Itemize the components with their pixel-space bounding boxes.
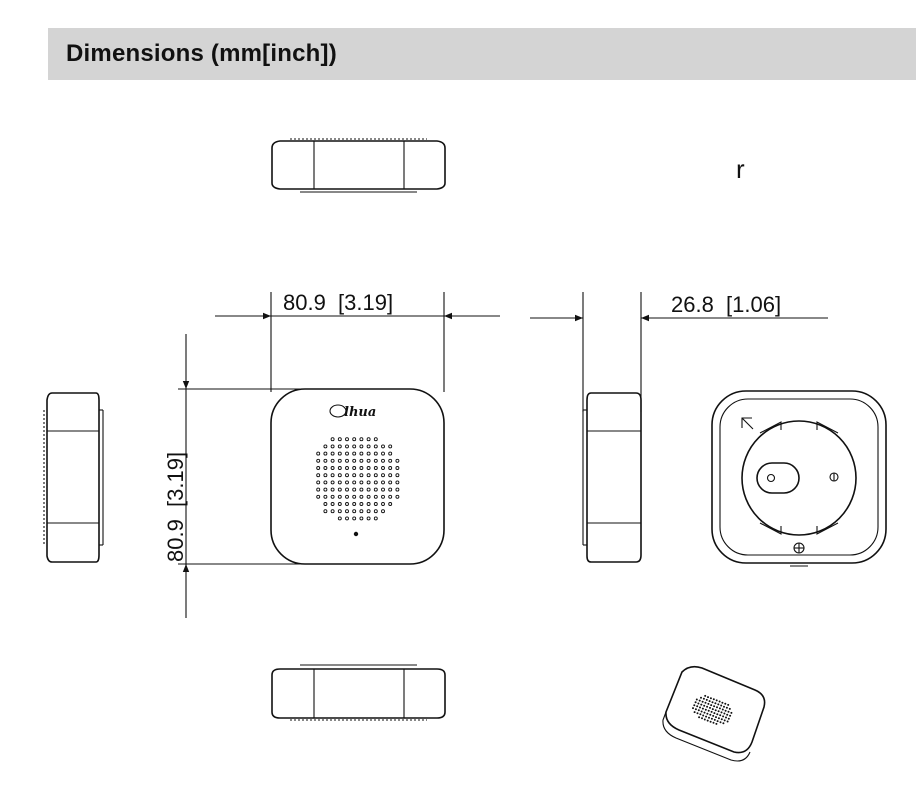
left-side-view	[43, 392, 104, 563]
height-label: 80.9 [3.19]	[163, 452, 188, 562]
back-view	[711, 390, 887, 567]
depth-dimension: 26.8 [1.06]	[530, 292, 828, 412]
width-label: 80.9 [3.19]	[283, 290, 393, 315]
brand-logo-icon: lhua	[329, 404, 376, 420]
section-title: Dimensions (mm[inch])	[66, 40, 337, 67]
depth-label: 26.8 [1.06]	[671, 292, 781, 317]
right-side-view	[582, 392, 642, 563]
perspective-view	[662, 665, 766, 762]
svg-text:lhua: lhua	[344, 405, 376, 420]
speaker-grille	[316, 437, 400, 521]
stray-mark: r	[736, 154, 745, 184]
width-dimension: 80.9 [3.19]	[215, 290, 500, 392]
arrow-up-left-icon	[741, 417, 754, 430]
front-view: lhua	[270, 388, 445, 565]
section-header-bar	[48, 28, 916, 80]
bottom-view	[271, 664, 446, 721]
height-dimension: 80.9 [3.19]	[163, 334, 308, 618]
screw-icon	[793, 542, 805, 554]
indicator-hole	[353, 531, 359, 537]
top-view	[271, 138, 446, 193]
